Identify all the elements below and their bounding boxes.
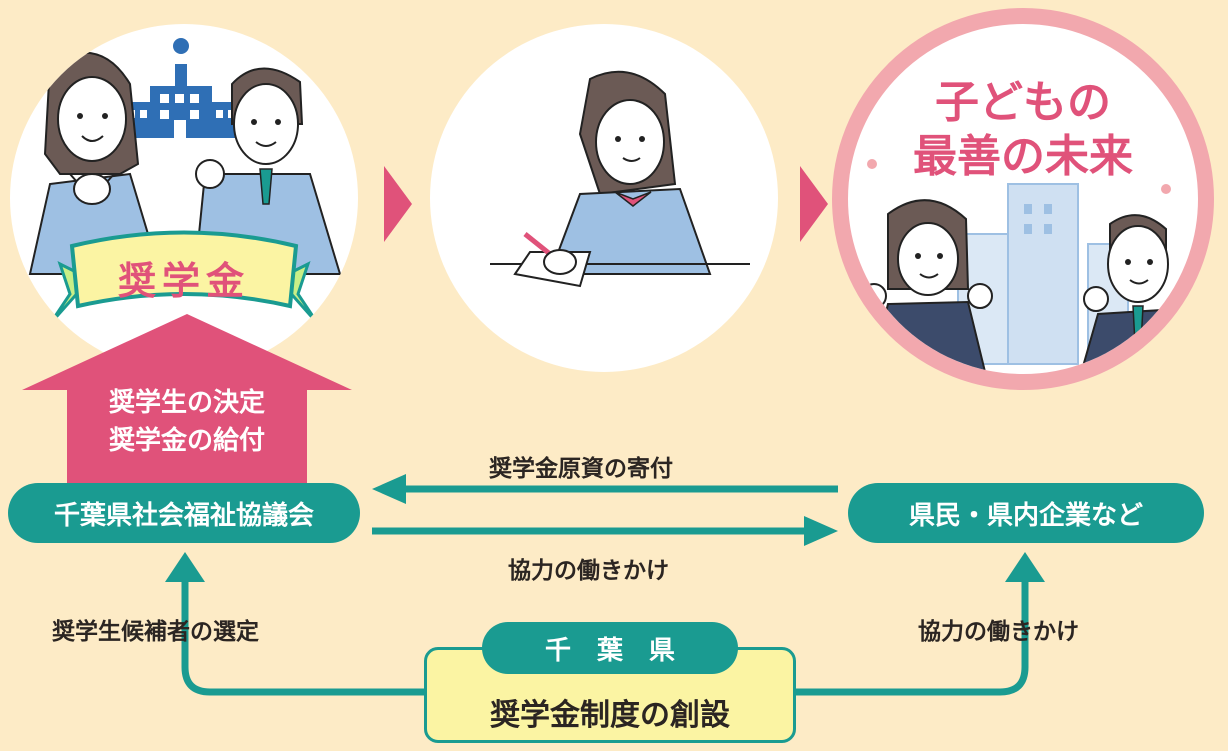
council-node: 千葉県社会福祉協議会: [8, 483, 360, 543]
cooperation-center-label: 協力の働きかけ: [508, 558, 669, 584]
selection-connector: [165, 552, 440, 696]
prefecture-node: 千 葉 県: [482, 622, 738, 674]
selection-label: 奨学生候補者の選定: [52, 619, 259, 645]
progress-arrow-2: [800, 166, 828, 242]
citizens-node: 県民・県内企業など: [848, 483, 1204, 543]
donation-arrow: [372, 474, 838, 504]
cooperation-right-label: 協力の働きかけ: [918, 619, 1079, 645]
cooperation-center-arrow: [372, 516, 838, 546]
study-circle: [430, 24, 778, 372]
pink-up-arrow: [22, 314, 352, 490]
future-circle: 子どもの 最善の未来: [832, 8, 1214, 390]
future-title-line2: 最善の未来: [913, 131, 1133, 182]
progress-arrow-1: [384, 166, 412, 242]
cooperation-right-connector: [790, 552, 1045, 696]
future-adults-illustration: [861, 159, 1197, 374]
donation-label: 奨学金原資の寄付: [489, 456, 673, 482]
school-building-icon: [122, 38, 240, 138]
students-circle: 奨学金: [10, 24, 358, 372]
up-arrow-text-line1: 奨学生の決定: [108, 388, 265, 418]
students-illustration: [28, 38, 342, 325]
scholarship-banner: [48, 230, 320, 325]
scholarship-banner-label: 奨学金: [117, 259, 250, 303]
adult-man-figure: [1079, 214, 1197, 374]
adult-woman-figure: [861, 199, 993, 374]
up-arrow-text-line2: 奨学金の給付: [108, 426, 265, 456]
cherry-blossom-icon: [867, 159, 1171, 194]
studying-student-illustration: [490, 70, 750, 288]
system-label: 奨学金制度の創設: [490, 698, 730, 733]
future-title-line1: 子どもの: [935, 77, 1111, 128]
